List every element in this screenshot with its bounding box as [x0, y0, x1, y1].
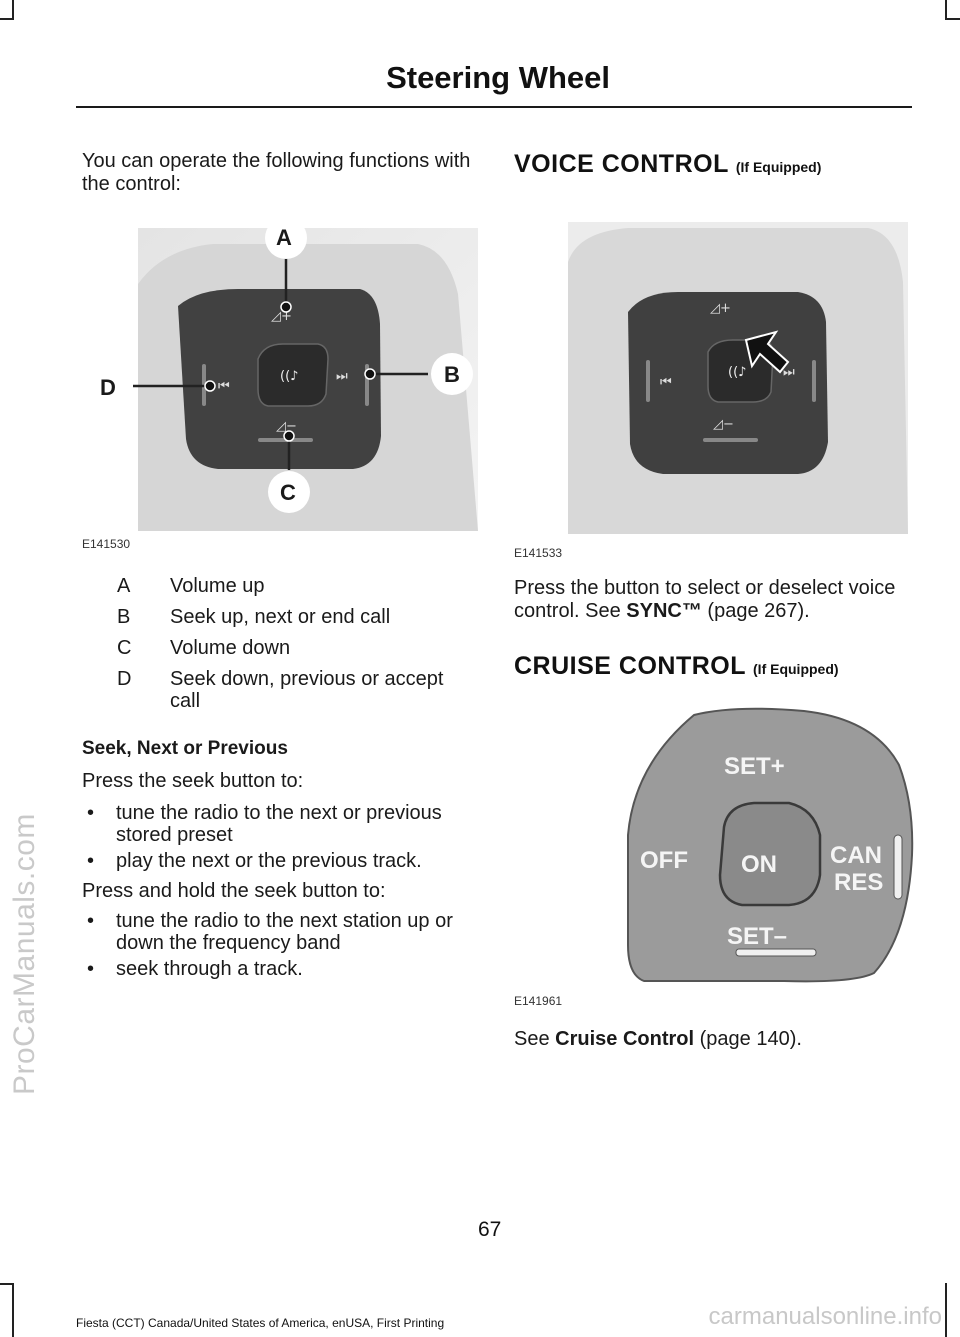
- see-prefix: See: [514, 1028, 556, 1050]
- legend-key: C: [117, 637, 132, 659]
- figure-id-1: E141530: [82, 537, 131, 551]
- svg-text:◿−: ◿−: [713, 417, 734, 432]
- page-title: Steering Wheel: [386, 60, 610, 95]
- cruise-see-reference: See Cruise Control (page 140).: [514, 1028, 802, 1051]
- svg-text:◿−: ◿−: [276, 419, 297, 434]
- legend-key: D: [117, 668, 132, 690]
- legend-value: Volume up: [170, 575, 265, 597]
- svg-text:⏭: ⏭: [336, 369, 348, 384]
- legend-key: A: [117, 575, 131, 597]
- cruise-control-link[interactable]: Cruise Control: [555, 1028, 695, 1050]
- intro-text: You can operate the following functions …: [82, 150, 471, 195]
- callout-b: B: [444, 362, 460, 387]
- bullet-dot: •: [87, 958, 95, 980]
- svg-text:⏮: ⏮: [660, 375, 672, 390]
- press-intro: Press the seek button to:: [82, 770, 304, 792]
- cruise-can-label: CAN: [830, 842, 882, 869]
- cruise-control-heading: CRUISE CONTROL (If Equipped): [514, 652, 839, 681]
- voice-control-figure: ((♪ ◿+ ◿− ⏮ ⏭: [568, 222, 908, 534]
- svg-text:⏮: ⏮: [218, 379, 230, 394]
- legend-value: Volume down: [170, 637, 291, 659]
- cruise-control-figure: SET+ OFF ON CAN RES SET–: [624, 705, 914, 983]
- voice-description: Press the button to select or deselect v…: [514, 577, 914, 623]
- svg-text:◿+: ◿+: [710, 301, 731, 316]
- crop-mark-top-right-h: [945, 18, 960, 20]
- figure-id-2: E141533: [514, 546, 563, 560]
- voice-qualifier: (If Equipped): [735, 159, 822, 175]
- legend-key: B: [117, 606, 131, 628]
- voice-control-heading: VOICE CONTROL (If Equipped): [514, 150, 821, 179]
- crop-mark-top-left-h: [0, 18, 14, 20]
- cruise-res-label: RES: [834, 869, 884, 896]
- footer-watermark: carmanualsonline.info: [708, 1303, 942, 1330]
- cruise-set-plus-label: SET+: [724, 753, 785, 780]
- bullet-text: play the next or the previous track.: [116, 850, 422, 872]
- hold-intro: Press and hold the seek button to:: [82, 880, 386, 902]
- cruise-heading-text: CRUISE CONTROL: [514, 652, 746, 680]
- footer-text: Fiesta (CCT) Canada/United States of Ame…: [76, 1316, 445, 1330]
- svg-text:◿+: ◿+: [271, 309, 292, 324]
- steering-control-figure: ((♪ ◿+ ◿− ⏮ ⏭ A B C D: [78, 214, 480, 532]
- figure-id-3: E141961: [514, 994, 563, 1008]
- crop-mark-bottom-left-h: [0, 1283, 14, 1285]
- crop-mark-top-right-v: [945, 0, 947, 20]
- callout-d: D: [100, 375, 116, 400]
- bullet-dot: •: [87, 850, 95, 872]
- callout-c: C: [280, 480, 296, 505]
- legend-value: Seek up, next or end call: [170, 606, 391, 628]
- header-rule: [76, 106, 912, 108]
- seek-heading: Seek, Next or Previous: [82, 738, 288, 759]
- voice-text-before: Press the button to select or deselect v…: [514, 577, 896, 622]
- cruise-on-label: ON: [741, 851, 777, 878]
- page-number: 67: [478, 1218, 502, 1241]
- voice-text-after: (page 267).: [701, 600, 810, 622]
- crop-mark-bottom-left-v: [12, 1283, 14, 1337]
- svg-text:((♪: ((♪: [728, 365, 746, 380]
- sync-link[interactable]: SYNC™: [626, 600, 702, 622]
- svg-text:((♪: ((♪: [280, 369, 298, 384]
- bullet-dot: •: [87, 802, 95, 824]
- crop-mark-top-left-v: [12, 0, 14, 20]
- bullet-text: seek through a track.: [116, 958, 303, 980]
- cruise-qualifier: (If Equipped): [753, 661, 839, 677]
- cruise-off-label: OFF: [640, 847, 688, 874]
- svg-text:⏭: ⏭: [783, 365, 795, 380]
- see-suffix: (page 140).: [694, 1028, 802, 1050]
- voice-heading-text: VOICE CONTROL: [514, 150, 729, 178]
- cruise-set-minus-label: SET–: [727, 923, 788, 950]
- bullet-text: tune the radio to the next station up or…: [116, 910, 453, 954]
- bullet-dot: •: [87, 910, 95, 932]
- legend-value: Seek down, previous or accept call: [170, 668, 444, 712]
- callout-a: A: [276, 225, 292, 250]
- crop-mark-bottom-right-v: [945, 1283, 947, 1337]
- bullet-text: tune the radio to the next or previous s…: [116, 802, 442, 846]
